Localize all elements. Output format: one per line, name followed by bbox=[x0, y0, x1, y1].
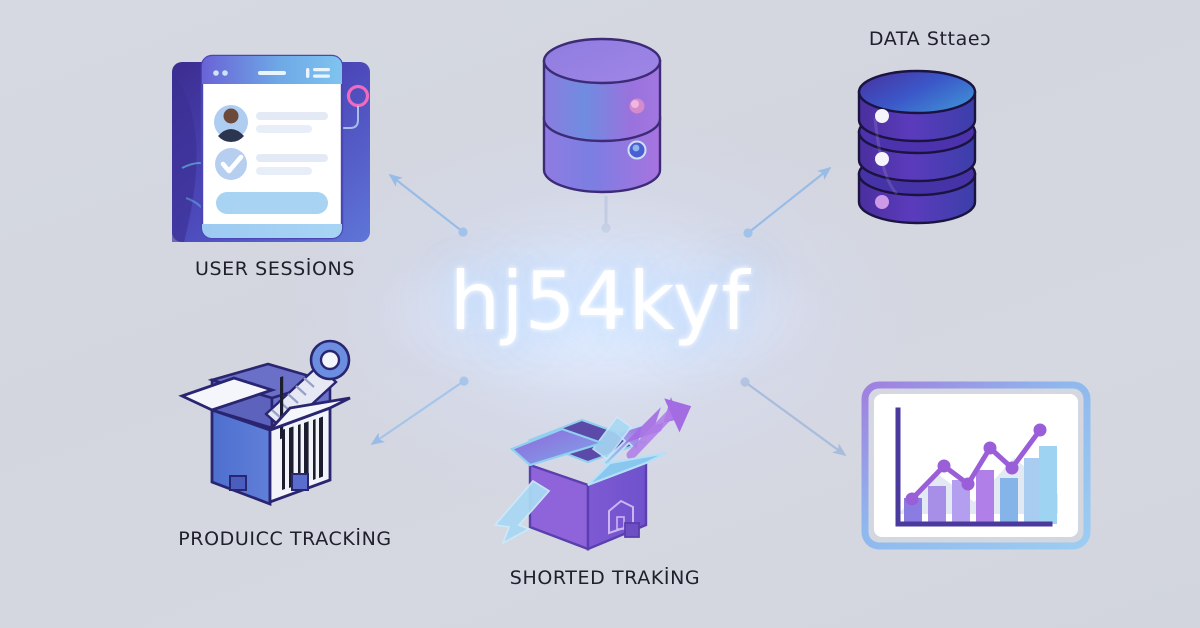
node-label-data-storage: DATA Sttaeᴐ bbox=[868, 28, 992, 50]
database-cylinder-icon bbox=[542, 37, 662, 194]
connector-center-to-data-storage bbox=[743, 166, 832, 238]
connector-center-to-user-sessions bbox=[388, 173, 468, 237]
connector-center-to-product-tracking bbox=[370, 376, 469, 445]
node-user-sessions[interactable] bbox=[160, 48, 385, 253]
node-shipment-tracking[interactable] bbox=[485, 385, 700, 555]
connector-center-to-analytics bbox=[740, 377, 847, 457]
database-stack-icon bbox=[857, 69, 977, 225]
center-title: hj54kyf bbox=[449, 255, 751, 348]
open-box-barcode-icon bbox=[178, 339, 351, 507]
node-product-tracking[interactable] bbox=[168, 330, 368, 515]
node-label-shipment-tracking: SHORTED TRAKİNG bbox=[509, 567, 701, 589]
open-box-arrows-icon bbox=[493, 397, 692, 551]
node-database-primary[interactable] bbox=[532, 26, 677, 206]
user-session-window-icon bbox=[172, 54, 370, 242]
node-label-user-sessions: USER SESSİONS bbox=[194, 258, 356, 280]
center-glow bbox=[370, 225, 830, 400]
node-label-product-tracking: PRODUICC TRACKİNG bbox=[178, 528, 392, 550]
node-analytics[interactable] bbox=[861, 381, 1091, 550]
bar-line-chart-card-icon bbox=[861, 381, 1091, 550]
node-data-storage[interactable] bbox=[845, 62, 1015, 247]
